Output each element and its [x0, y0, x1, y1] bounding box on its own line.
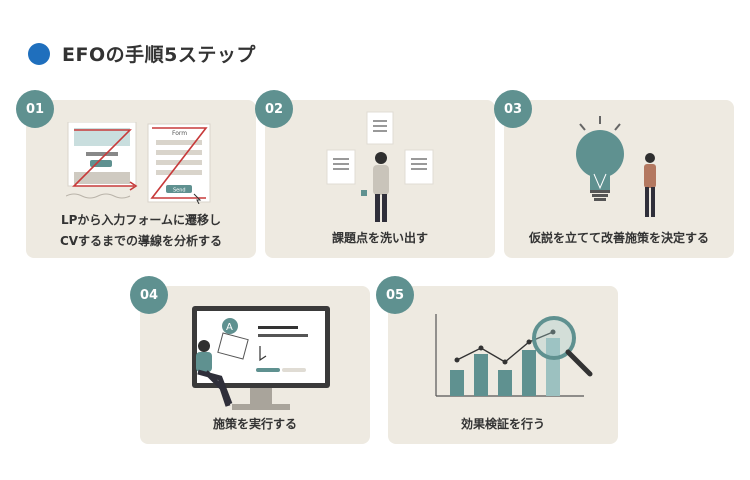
step-label: 仮説を立てて改善施策を決定する — [504, 228, 734, 249]
page-header: EFOの手順5ステップ — [28, 40, 256, 67]
step-label-line1: 施策を実行する — [212, 417, 297, 431]
step-badge-03: 03 — [494, 90, 532, 128]
issue-finding-illustration — [326, 111, 434, 222]
step-label: LPから入力フォームに遷移し CVするまでの導線を分析する — [26, 210, 256, 252]
results-analysis-illustration — [435, 314, 593, 397]
step-badge-05: 05 — [376, 276, 414, 314]
form-word: Form — [172, 130, 187, 137]
step-label-line1: 仮説を立てて改善施策を決定する — [528, 231, 709, 245]
execute-monitor-illustration: A — [192, 306, 330, 410]
lightbulb-idea-illustration — [576, 116, 656, 217]
step-badge-04: 04 — [130, 276, 168, 314]
step-label: 効果検証を行う — [388, 414, 618, 435]
step-badge-01: 01 — [16, 90, 54, 128]
send-word: Send — [173, 188, 186, 194]
step-label-line2: CVするまでの導線を分析する — [59, 234, 223, 248]
step-card-05: 効果検証を行う — [388, 286, 618, 444]
step-label: 施策を実行する — [140, 414, 370, 435]
step-label-line1: 課題点を洗い出す — [331, 231, 428, 245]
step-card-03: 仮説を立てて改善施策を決定する — [504, 100, 734, 258]
page-title: EFOの手順5ステップ — [62, 44, 256, 66]
title-bullet-icon — [28, 42, 50, 65]
variant-letter: A — [226, 322, 233, 333]
step-label-line1: LPから入力フォームに遷移し — [60, 213, 222, 227]
lp-form-flow-illustration: Form Send — [66, 122, 211, 204]
step-label-line1: 効果検証を行う — [460, 417, 545, 431]
step-card-04: A 施策を実行する — [140, 286, 370, 444]
step-card-02: 課題点を洗い出す — [265, 100, 495, 258]
step-badge-02: 02 — [255, 90, 293, 128]
step-label: 課題点を洗い出す — [265, 228, 495, 249]
step-card-01: Form Send LPから入力フォームに遷移し CVするまでの導線を分析する — [26, 100, 256, 258]
